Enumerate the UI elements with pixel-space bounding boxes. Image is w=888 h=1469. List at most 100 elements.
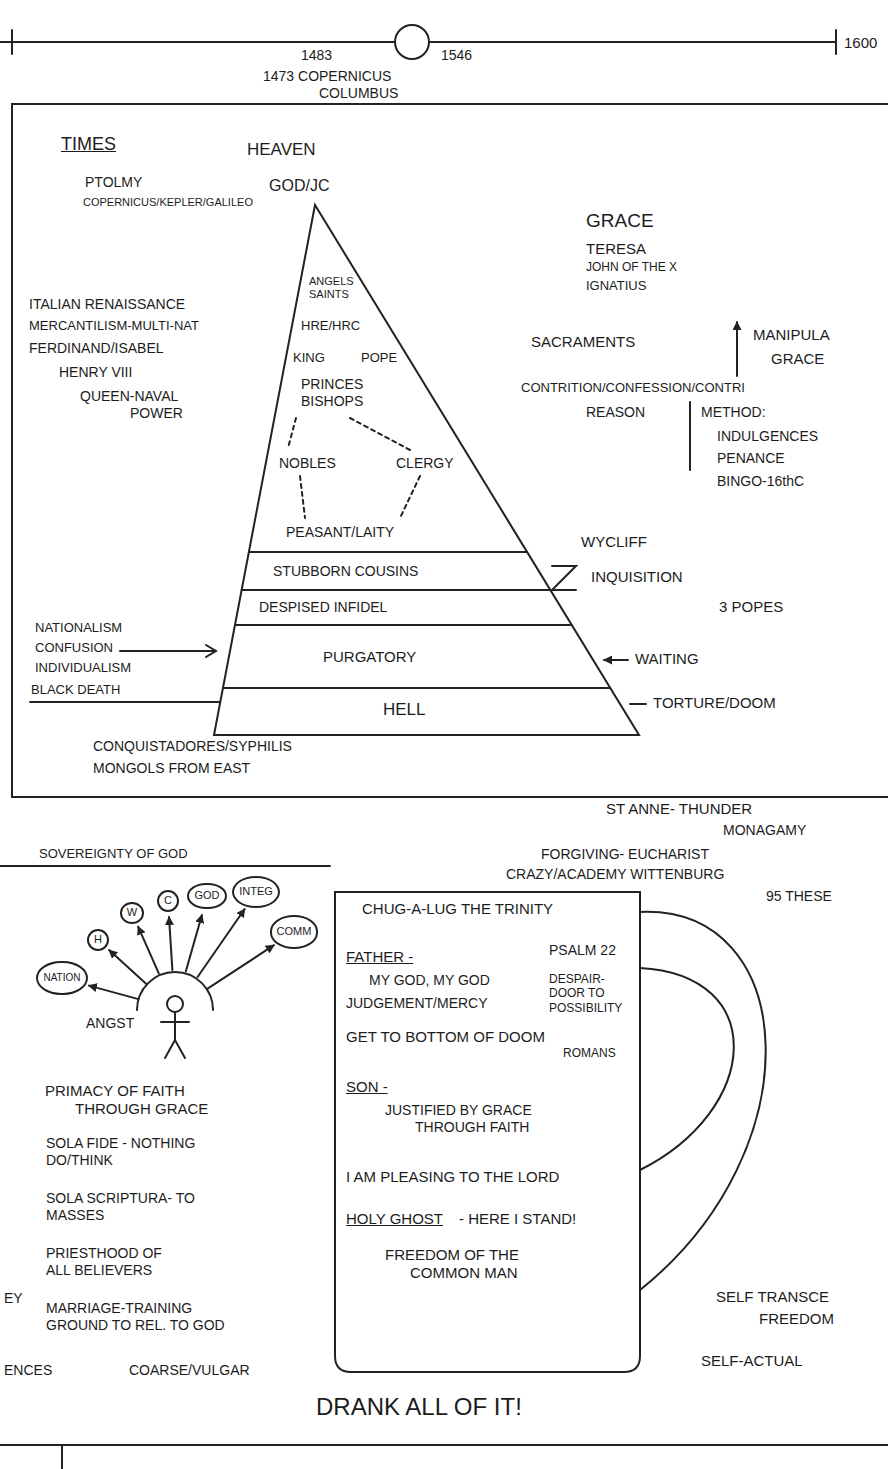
leader-line	[120, 650, 214, 652]
node-text: - HERE I STAND!	[458, 1210, 577, 1228]
shape-outline	[335, 892, 766, 1372]
note-text: PTOLMY	[84, 174, 143, 191]
node-text: PURGATORY	[322, 648, 417, 666]
note-text: ITALIAN RENAISSANCE	[28, 296, 186, 313]
rank-link	[300, 476, 305, 518]
node-text: PRINCES BISHOPS	[300, 376, 374, 410]
note-text: PRIESTHOOD OF ALL BELIEVERS	[45, 1245, 182, 1279]
note-text: WYCLIFF	[580, 533, 648, 551]
note-text: 3 POPES	[718, 598, 784, 616]
node-text: ROMANS	[562, 1046, 617, 1060]
note-text: CONQUISTADORES/SYPHILIS	[92, 738, 293, 755]
bottom-rule	[61, 1445, 63, 1469]
node-text: JUSTIFIED BY GRACE THROUGH FAITH	[385, 1102, 561, 1136]
note-text: PENANCE	[716, 450, 786, 467]
note-text: TORTURE/DOOM	[652, 694, 777, 712]
panel-frame	[12, 104, 888, 797]
node-text: POPE	[360, 350, 398, 366]
note-text: QUEEN-NAVAL POWER	[80, 388, 196, 422]
note-text: 1483	[300, 47, 333, 64]
mug-handle	[640, 968, 734, 1170]
note-text: COPERNICUS/KEPLER/GALILEO	[82, 196, 254, 209]
node-text: I AM PLEASING TO THE LORD	[345, 1168, 560, 1186]
note-text: MONGOLS FROM EAST	[92, 760, 251, 777]
rank-link	[288, 418, 296, 448]
mug-body	[335, 892, 640, 1372]
node-text: FREEDOM OF THE COMMON MAN	[385, 1246, 536, 1282]
circle-label: W	[127, 906, 137, 919]
circle-label: NATION	[43, 972, 80, 984]
underline	[0, 865, 330, 867]
ray-arrow	[89, 986, 138, 1000]
dash-mark	[630, 703, 646, 705]
node-text: GET TO BOTTOM OF DOOM	[345, 1028, 546, 1046]
node-text: HELL	[382, 700, 427, 720]
note-text: COLUMBUS	[318, 85, 399, 102]
shape-outline	[214, 205, 639, 735]
node-text: HOLY GHOST	[345, 1210, 444, 1228]
note-text: DRANK ALL OF IT!	[315, 1393, 523, 1422]
node-text: NOBLES	[278, 455, 337, 472]
note-text: MANIPULA	[752, 326, 831, 344]
note-text: REASON	[585, 404, 646, 421]
note-text: COARSE/VULGAR	[128, 1362, 251, 1379]
note-text: CONFUSION	[34, 640, 114, 656]
timeline-tick	[11, 30, 13, 54]
note-text: BLACK DEATH	[30, 682, 121, 698]
note-text: CONTRITION/CONFESSION/CONTRI	[520, 380, 746, 396]
node-text: KING	[292, 350, 326, 366]
note-text: WAITING	[634, 650, 700, 668]
note-text: TIMES	[60, 134, 117, 156]
chevron	[206, 645, 216, 657]
circle-label: GOD	[194, 889, 219, 902]
node-text: FATHER -	[345, 948, 414, 966]
node-text: HEAVEN	[246, 140, 317, 160]
mug-handle	[640, 912, 766, 1290]
divider-bar	[689, 402, 691, 470]
node-text: PSALM 22	[548, 942, 617, 959]
node-text: SON -	[345, 1078, 389, 1096]
node-text: MY GOD, MY GOD	[368, 972, 491, 989]
ray-arrow	[186, 915, 202, 972]
pyramid-outline	[214, 205, 639, 735]
note-text: GRACE	[770, 350, 825, 368]
up-arrow	[736, 322, 738, 376]
node-text: CLERGY	[395, 455, 455, 472]
person-body	[174, 1012, 176, 1040]
rank-link	[350, 418, 410, 450]
note-text: FERDINAND/ISABEL	[28, 340, 165, 357]
node-text: GOD/JC	[268, 176, 330, 195]
node-text: STUBBORN COUSINS	[272, 563, 419, 580]
note-text: CRAZY/ACADEMY WITTENBURG	[505, 866, 725, 883]
note-text: TERESA	[585, 240, 647, 258]
note-text: EY	[3, 1290, 24, 1307]
person-head	[167, 996, 183, 1012]
node-text: DESPAIR- DOOR TO POSSIBILITY	[548, 972, 638, 1015]
node-text: ANGELS SAINTS	[308, 275, 356, 301]
ray-arrow	[207, 945, 274, 989]
note-text: 95 THESE	[765, 888, 833, 905]
value-circle: W	[120, 902, 144, 924]
pointer-arrow	[604, 659, 628, 661]
note-text: FREEDOM	[758, 1310, 835, 1328]
node-text: JUDGEMENT/MERCY	[345, 995, 489, 1012]
note-text: INDIVIDUALISM	[34, 660, 132, 676]
note-text: SOLA SCRIPTURA- TO MASSES	[45, 1190, 197, 1224]
value-circle: C	[157, 890, 179, 912]
pyramid-band	[223, 687, 610, 689]
value-circle: NATION	[36, 961, 87, 996]
circle-label: INTEG	[239, 885, 273, 898]
rank-link	[400, 476, 420, 518]
note-text: SELF-ACTUAL	[700, 1352, 804, 1370]
note-text: HENRY VIII	[58, 364, 133, 381]
note-text: 1546	[440, 47, 473, 64]
drawing-line	[0, 25, 888, 1469]
pyramid-band	[235, 624, 572, 626]
note-text: JOHN OF THE X	[585, 260, 678, 274]
circle-label: H	[94, 933, 102, 946]
pyramid-band	[242, 589, 551, 591]
value-circle: GOD	[187, 883, 226, 910]
note-text: NATIONALISM	[34, 620, 123, 636]
timeline-marker	[395, 25, 429, 59]
